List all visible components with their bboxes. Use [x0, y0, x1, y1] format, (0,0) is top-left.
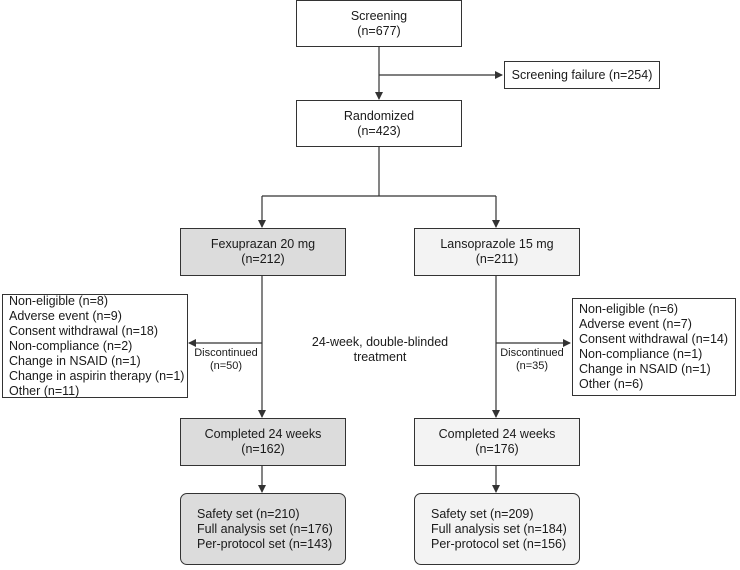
fexuprazan-arm-name: Fexuprazan 20 mg: [210, 237, 316, 251]
reason-item: Change in NSAID (n=1): [579, 362, 711, 376]
screening-title: Screening: [350, 8, 408, 23]
discontinued-label: Discontinued: [500, 347, 564, 359]
lansoprazole-completed-box: Completed 24 weeks (n=176): [414, 418, 580, 466]
completed-title: Completed 24 weeks: [204, 427, 322, 441]
reason-item: Non-compliance (n=1): [579, 347, 703, 361]
lansoprazole-discontinued-label: Discontinued (n=35): [499, 347, 565, 373]
fexuprazan-arm-count: (n=212): [241, 252, 285, 266]
analysis-set-item: Per-protocol set (n=143): [197, 536, 333, 551]
fexuprazan-discontinued-label: Discontinued (n=50): [193, 347, 259, 373]
lansoprazole-analysis-sets: Safety set (n=209) Full analysis set (n=…: [414, 493, 580, 565]
fexuprazan-discontinuation-reasons: Non-eligible (n=8) Adverse event (n=9) C…: [2, 294, 188, 398]
lansoprazole-arm-box: Lansoprazole 15 mg (n=211): [414, 228, 580, 276]
reason-item: Other (n=6): [579, 377, 644, 391]
fexuprazan-completed-box: Completed 24 weeks (n=162): [180, 418, 346, 466]
reason-item: Change in aspirin therapy (n=1): [9, 368, 185, 383]
discontinued-count: (n=35): [515, 360, 549, 372]
reason-item: Non-eligible (n=8): [9, 293, 109, 308]
screening-failure-text: Screening failure (n=254): [511, 67, 653, 82]
analysis-set-item: Full analysis set (n=184): [431, 521, 567, 536]
randomized-count: (n=423): [357, 123, 401, 138]
reason-item: Adverse event (n=9): [9, 308, 122, 323]
completed-title: Completed 24 weeks: [438, 427, 556, 441]
fexuprazan-analysis-sets: Safety set (n=210) Full analysis set (n=…: [180, 493, 346, 565]
analysis-set-item: Per-protocol set (n=156): [431, 536, 567, 551]
discontinued-label: Discontinued: [194, 347, 258, 359]
screening-failure-box: Screening failure (n=254): [504, 61, 660, 89]
discontinued-count: (n=50): [209, 360, 243, 372]
reason-item: Non-compliance (n=2): [9, 338, 133, 353]
randomized-title: Randomized: [343, 108, 415, 123]
treatment-line-2: treatment: [353, 350, 407, 364]
lansoprazole-arm-count: (n=211): [475, 252, 519, 266]
treatment-line-1: 24-week, double-blinded: [311, 335, 449, 349]
treatment-description: 24-week, double-blinded treatment: [300, 335, 460, 365]
completed-count: (n=162): [241, 442, 285, 456]
screening-count: (n=677): [357, 23, 401, 38]
reason-item: Consent withdrawal (n=18): [9, 323, 159, 338]
completed-count: (n=176): [475, 442, 519, 456]
reason-item: Consent withdrawal (n=14): [579, 332, 729, 346]
analysis-set-item: Full analysis set (n=176): [197, 521, 333, 536]
fexuprazan-arm-box: Fexuprazan 20 mg (n=212): [180, 228, 346, 276]
reason-item: Change in NSAID (n=1): [9, 353, 141, 368]
lansoprazole-discontinuation-reasons: Non-eligible (n=6) Adverse event (n=7) C…: [572, 298, 736, 396]
reason-item: Other (n=11): [9, 383, 80, 398]
screening-box: Screening (n=677): [296, 0, 462, 47]
reason-item: Non-eligible (n=6): [579, 302, 679, 316]
reason-item: Adverse event (n=7): [579, 317, 692, 331]
analysis-set-item: Safety set (n=210): [197, 506, 300, 521]
randomized-box: Randomized (n=423): [296, 100, 462, 147]
lansoprazole-arm-name: Lansoprazole 15 mg: [440, 237, 554, 251]
analysis-set-item: Safety set (n=209): [431, 506, 534, 521]
